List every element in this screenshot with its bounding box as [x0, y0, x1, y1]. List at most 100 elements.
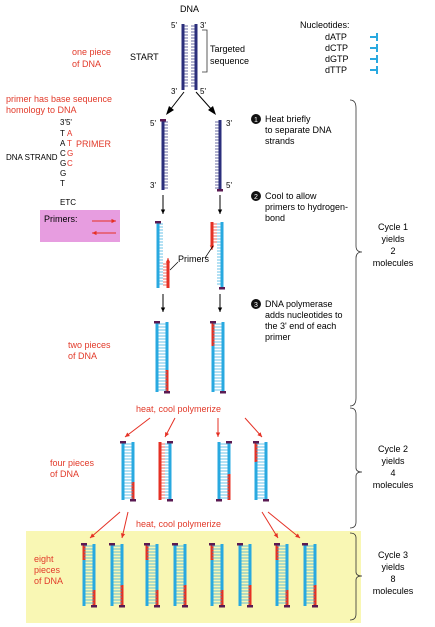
targeted-label-2: sequence: [210, 56, 249, 66]
c3-mol-6-cap-l0: [274, 543, 280, 546]
c3-mol-1-left-seg-0: [110, 544, 114, 606]
seq-left-base-5: T: [60, 179, 65, 188]
c2-mol-2-right-seg-0: [227, 474, 231, 500]
c1-mol-a-cap-l0: [154, 321, 160, 324]
c3-arrow-0-head: [90, 533, 95, 538]
sep-cap-left: [160, 119, 166, 122]
seq-right-base-3: C: [67, 159, 73, 168]
seq-left-base-2: C: [60, 149, 66, 158]
sequence-header: 3'5': [60, 118, 72, 127]
step-2-num: 2: [254, 194, 258, 201]
four-pieces-label-1: four pieces: [50, 458, 95, 468]
down-arrow-0-head: [160, 209, 166, 214]
c3-mol-0-right-seg-0: [92, 590, 96, 606]
start-label: START: [130, 52, 159, 62]
c3-mol-5-cap-l0: [237, 543, 243, 546]
c3-mol-3-cap-r0: [182, 605, 188, 608]
primer-note-1: primer has base sequence: [6, 94, 112, 104]
seq-right-base-0: A: [67, 129, 73, 138]
c3-mol-2-right: [155, 544, 159, 606]
split-arrow-left: [169, 91, 185, 111]
c3-mol-7-left-seg-0: [303, 544, 307, 606]
primer-glyphs: [92, 218, 116, 236]
step-3-line-2: adds nucleotides to: [265, 310, 343, 320]
primers-box-label: Primers:: [44, 214, 78, 224]
step-2-line-2: primers to hydrogen-: [265, 202, 348, 212]
cycle-3-line-1: Cycle 3: [378, 550, 408, 560]
step-1-line-1: Heat briefly: [265, 114, 311, 124]
seq-right-base-1: T: [67, 139, 72, 148]
nucleotide-stem-3: [376, 66, 378, 74]
primers-arrow-label: Primers: [178, 254, 209, 264]
step-2-badge: [251, 191, 261, 201]
nucleotides-title: Nucleotides:: [300, 20, 350, 30]
process-arrows: [160, 195, 223, 312]
c3-mol-1-cap-r0: [119, 605, 125, 608]
step-3-badge: [251, 299, 261, 309]
primer-note-2: homology to DNA: [6, 105, 77, 115]
top-3prime-bottom: 3': [171, 87, 177, 96]
nucleotide-base-0: [370, 36, 376, 38]
step-1-line-3: strands: [265, 136, 295, 146]
seq-left-base-0: T: [60, 129, 65, 138]
step-3-line-1: DNA polymerase: [265, 299, 333, 309]
c3-mol-7-right-seg-0: [313, 585, 317, 606]
cycle-3-line-3: 8: [390, 574, 395, 584]
right-3prime: 3': [226, 119, 232, 128]
cycle3-molecules: [81, 543, 318, 608]
c3-mol-2-right-seg-0: [155, 590, 159, 606]
c3-mol-5-right-seg-0: [248, 585, 252, 606]
two-pieces-label-1: two pieces: [68, 340, 111, 350]
c3-arrow-2-head: [273, 533, 278, 538]
sequence-etc: ETC: [60, 198, 76, 207]
c2-mol-1-cap-r1: [167, 499, 173, 502]
split-arrowhead-left: [166, 106, 174, 115]
split-arrow-right: [195, 91, 213, 111]
seq-left-base-3: G: [60, 159, 66, 168]
box-primer-right-head: [111, 218, 116, 224]
c3-arrow-2: [261, 511, 279, 539]
top-5prime: 5': [171, 21, 177, 30]
c3-mol-7-right: [313, 544, 317, 606]
c3-mol-6-cap-r0: [284, 605, 290, 608]
c2-arrow-0: [124, 417, 151, 438]
cycle-1-line-4: molecules: [373, 258, 414, 268]
c3-arrow-3: [267, 511, 301, 539]
top-3prime: 3': [200, 21, 206, 30]
sep-cap-right: [217, 189, 223, 192]
box-primer-left-head: [92, 230, 97, 236]
c1-mol-b-cap-r0: [220, 391, 226, 394]
step-3-line-3: the 3' end of each: [265, 321, 336, 331]
cycle-1-line-3: 2: [390, 246, 395, 256]
c2-mol-2-cap-l0: [216, 499, 222, 502]
c2-arrow-1-head: [165, 432, 170, 437]
top-strand-right: [194, 24, 198, 90]
left-3prime: 3': [150, 181, 156, 190]
c3-mol-1-right: [120, 544, 124, 606]
step-1-num: 1: [254, 117, 258, 124]
cycle-3-label: Cycle 3 yields 8 molecules: [373, 550, 414, 596]
primers-pointer-right: [204, 245, 214, 259]
c3-mol-5-left-seg-0: [238, 544, 242, 606]
down-arrow-1-head: [217, 209, 223, 214]
top-strand-left: [181, 24, 185, 90]
nucleotide-datp: dATP: [325, 32, 347, 42]
down-arrow-2-head: [160, 307, 166, 312]
nucleotide-dctp: dCTP: [325, 43, 348, 53]
c3-mol-4-left: [210, 544, 214, 606]
c2-arrow-2-head: [215, 432, 221, 437]
dna-title: DNA: [180, 4, 199, 14]
c3-mol-4-right-seg-0: [220, 590, 224, 606]
c3-mol-0-left: [82, 544, 86, 606]
c3-mol-0-right: [92, 544, 96, 606]
c2-mol-3-cap-r0: [263, 499, 269, 502]
cycle-2-line-4: molecules: [373, 480, 414, 490]
seq-left-base-4: G: [60, 169, 66, 178]
heat-cool-label-2: heat, cool polymerize: [136, 519, 221, 529]
c3-mol-5-right: [248, 544, 252, 606]
c3-mol-4-cap-r0: [219, 605, 225, 608]
step-2: 2 Cool to allow primers to hydrogen- bon…: [251, 191, 348, 223]
nucleotide-base-2: [370, 58, 376, 60]
nucleotide-stem-0: [376, 33, 378, 41]
